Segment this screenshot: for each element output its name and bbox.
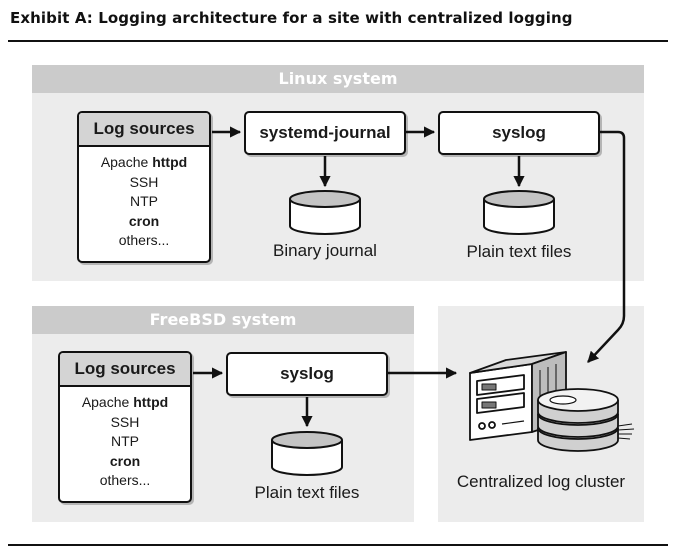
freebsd-plain-text-cylinder-icon	[271, 431, 343, 476]
list-item: SSH	[129, 173, 159, 190]
list-item: cron	[128, 212, 160, 229]
freebsd-log-sources-box: Log sources Apache httpd SSH NTP cron ot…	[58, 351, 192, 503]
freebsd-plain-text-label: Plain text files	[254, 483, 360, 502]
arrow-linux-to-cluster	[587, 130, 626, 363]
freebsd-log-sources-title: Log sources	[60, 353, 190, 387]
server-cluster-icon	[469, 351, 635, 452]
systemd-journal-node: systemd-journal	[244, 111, 406, 155]
binary-journal-label: Binary journal	[273, 241, 377, 260]
list-item: NTP	[130, 193, 158, 209]
cluster-label: Centralized log cluster	[456, 472, 626, 491]
freebsd-panel-header: FreeBSD system	[32, 306, 414, 334]
linux-plain-text-cylinder-icon	[483, 190, 555, 235]
freebsd-log-sources-list: Apache httpd SSH NTP cron others...	[60, 387, 190, 491]
binary-journal-cylinder-icon	[289, 190, 361, 235]
linux-panel-header: Linux system	[32, 65, 644, 93]
top-rule	[8, 40, 668, 42]
exhibit-title: Exhibit A: Logging architecture for a si…	[10, 9, 573, 27]
linux-plain-text-label: Plain text files	[466, 242, 572, 261]
list-item: others...	[99, 472, 151, 488]
list-item: Apache httpd	[81, 394, 169, 410]
list-item: others...	[118, 232, 170, 248]
linux-log-sources-list: Apache httpd SSH NTP cron others...	[79, 147, 209, 251]
linux-log-sources-title: Log sources	[79, 113, 209, 147]
list-item: cron	[109, 452, 141, 469]
bottom-rule	[8, 544, 668, 546]
list-item: Apache httpd	[100, 154, 188, 170]
linux-log-sources-box: Log sources Apache httpd SSH NTP cron ot…	[77, 111, 211, 263]
list-item: NTP	[111, 433, 139, 449]
freebsd-syslog-node: syslog	[226, 352, 388, 396]
list-item: SSH	[110, 413, 140, 430]
linux-syslog-node: syslog	[438, 111, 600, 155]
